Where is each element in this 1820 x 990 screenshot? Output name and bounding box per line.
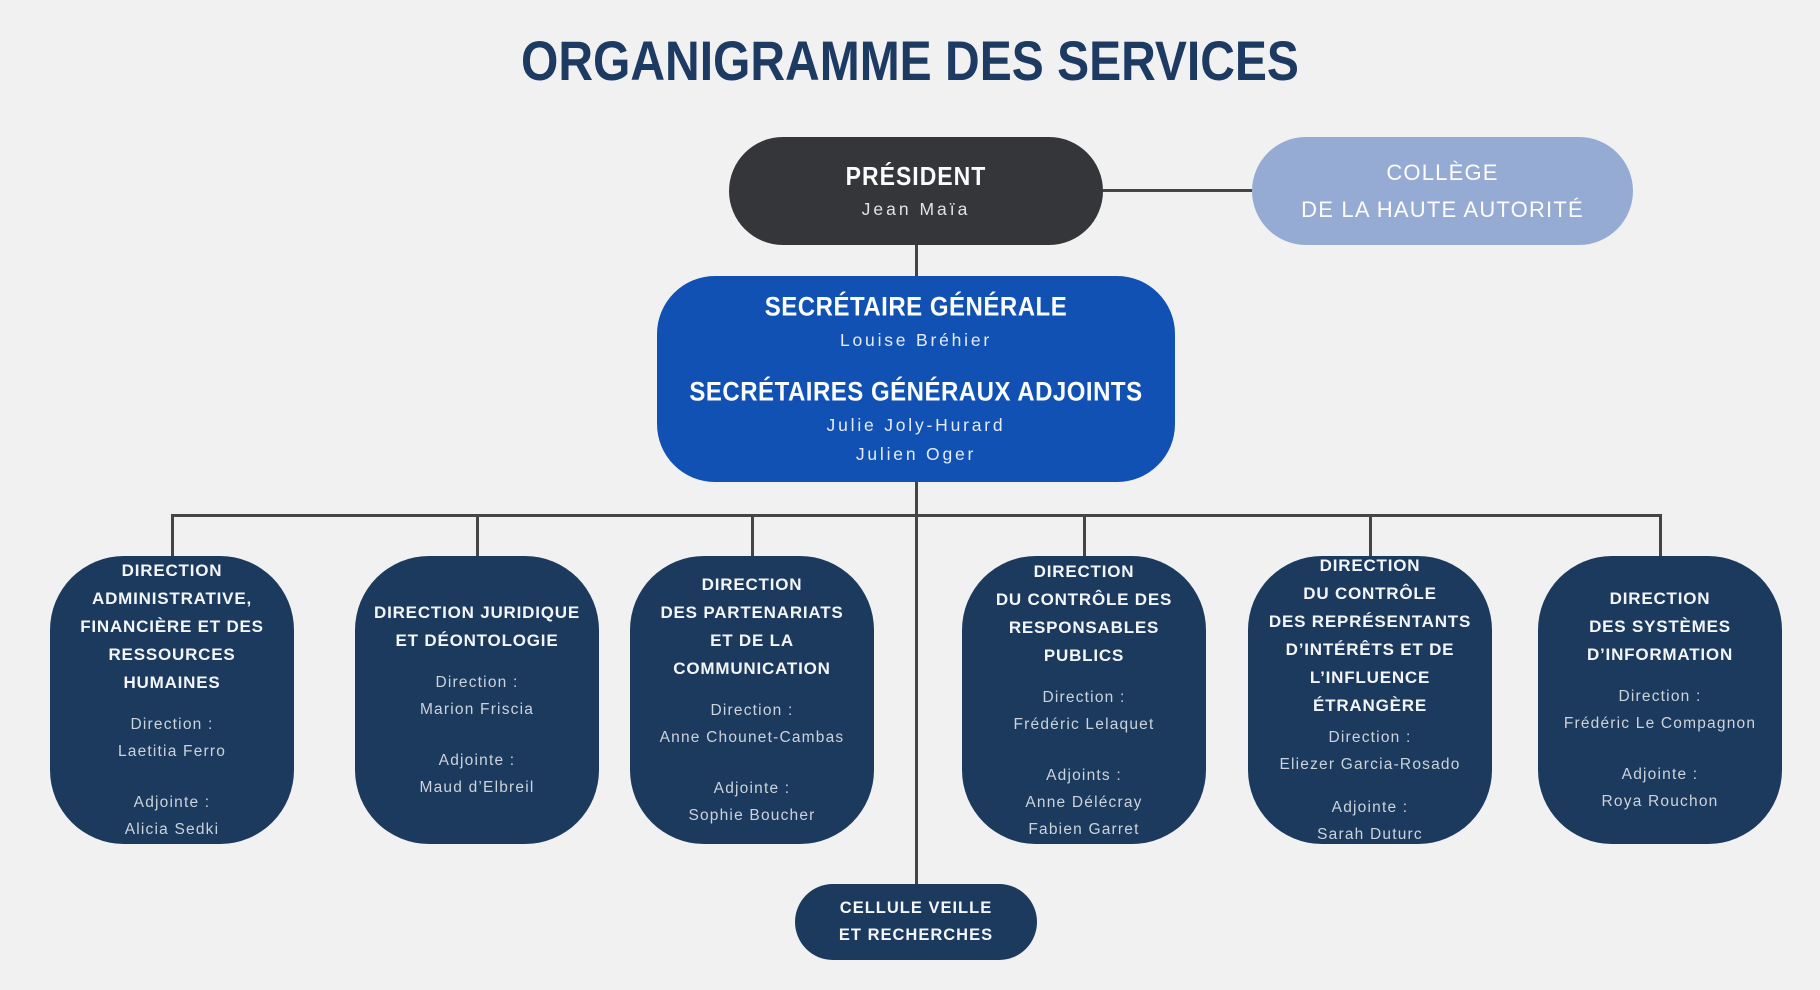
direction-title-line: DIRECTION JURIDIQUE [374,603,580,622]
connector-president-college [1103,189,1252,192]
direction-box-partenariats-communication: DIRECTION DES PARTENARIATS ET DE LA COMM… [630,556,874,844]
direction-head: Direction : Laetitia Ferro [118,711,226,765]
direction-box-representants-interets: DIRECTION DU CONTRÔLE DES REPRÉSENTANTS … [1248,556,1492,844]
connector-drop-6 [1659,514,1662,558]
deputy-label: Adjointe : [713,780,791,797]
direction-title-line: D’INFORMATION [1586,645,1734,664]
secretariat-adjoint-name: Julien Oger [855,443,977,464]
direction-title: DIRECTION JURIDIQUE ET DÉONTOLOGIE [374,599,580,655]
direction-title-line: DIRECTION [1319,556,1421,575]
head-label: Direction : [710,702,794,719]
direction-head: Direction : Anne Chounet-Cambas [660,697,845,751]
deputy-name: Sarah Duturc [1317,826,1423,843]
direction-title-line: DIRECTION [1609,589,1711,608]
head-label: Direction : [1042,688,1126,706]
direction-head: Direction : Frédéric Le Compagnon [1564,683,1756,737]
secretariat-adjoint-name: Julie Joly-Hurard [826,414,1006,435]
direction-title-line: DES REPRÉSENTANTS [1268,612,1472,631]
deputy-name: Alicia Sedki [124,821,220,838]
secretariat-role-2: SECRÉTAIRES GÉNÉRAUX ADJOINTS [689,377,1143,407]
direction-deputy: Adjoints : Anne Délécray Fabien Garret [1025,762,1142,843]
college-line: DE LA HAUTE AUTORITÉ [1301,197,1584,222]
connector-drop-2 [476,514,479,558]
cellule-veille-box: CELLULE VEILLE ET RECHERCHES [795,884,1037,960]
direction-deputy: Adjointe : Roya Rouchon [1602,761,1719,815]
connector-president-secretariat [915,244,918,277]
connector-drop-1 [171,514,174,558]
deputy-label: Adjointe : [1621,766,1699,783]
head-name: Eliezer Garcia-Rosado [1279,756,1461,773]
cellule-line: ET RECHERCHES [838,926,994,944]
college-line: COLLÈGE [1386,160,1499,185]
direction-deputy: Adjointe : Sarah Duturc [1317,794,1423,848]
deputy-name: Maud d’Elbreil [419,779,535,796]
direction-title: DIRECTION DU CONTRÔLE DES RESPONSABLES P… [970,558,1198,670]
direction-title-line: ET DÉONTOLOGIE [395,631,559,650]
deputy-name: Anne Délécray [1025,793,1143,811]
deputy-label: Adjointe : [1331,799,1409,816]
cellule-line: CELLULE VEILLE [839,899,993,917]
connector-rail [171,514,1662,517]
direction-title-line: FINANCIÈRE ET DES [80,617,264,636]
secretariat-name-1: Louise Bréhier [839,329,993,350]
head-name: Anne Chounet-Cambas [659,729,845,746]
direction-box-controle-responsables-publics: DIRECTION DU CONTRÔLE DES RESPONSABLES P… [962,556,1206,844]
direction-head: Direction : Marion Friscia [420,669,534,723]
connector-drop-4 [1083,514,1086,558]
direction-title-line: L’INFLUENCE ÉTRANGÈRE [1309,668,1431,715]
connector-drop-5 [1369,514,1372,558]
head-name: Frédéric Lelaquet [1013,715,1155,733]
president-name: Jean Maïa [861,198,971,219]
direction-title-line: ADMINISTRATIVE, [92,589,252,608]
direction-title: DIRECTION DES PARTENARIATS ET DE LA COMM… [638,571,866,683]
direction-title-line: RESPONSABLES PUBLICS [1008,617,1160,665]
direction-box-juridique: DIRECTION JURIDIQUE ET DÉONTOLOGIE Direc… [355,556,599,844]
direction-title-line: DIRECTION [701,575,803,594]
head-label: Direction : [130,716,214,733]
direction-deputy: Adjointe : Sophie Boucher [688,775,815,829]
direction-title-line: DU CONTRÔLE [1303,584,1437,603]
secretariat-role-1: SECRÉTAIRE GÉNÉRALE [764,292,1068,322]
page-title: ORGANIGRAMME DES SERVICES [521,31,1299,93]
president-role: PRÉSIDENT [845,160,987,190]
connector-trunk [915,481,918,886]
direction-deputy: Adjointe : Alicia Sedki [125,789,220,843]
deputy-label: Adjoints : [1046,766,1122,784]
direction-title-line: DIRECTION [121,561,223,580]
direction-deputy: Adjointe : Maud d’Elbreil [419,747,534,801]
college-box: COLLÈGE DE LA HAUTE AUTORITÉ [1252,137,1633,245]
direction-box-admin-finance-rh: DIRECTION ADMINISTRATIVE, FINANCIÈRE ET … [50,556,294,844]
direction-head: Direction : Eliezer Garcia-Rosado [1279,724,1460,778]
direction-box-systemes-information: DIRECTION DES SYSTÈMES D’INFORMATION Dir… [1538,556,1782,844]
direction-title-line: ET DE LA COMMUNICATION [673,631,831,678]
head-label: Direction : [1328,729,1412,746]
head-label: Direction : [435,674,519,691]
deputy-label: Adjointe : [133,794,211,811]
deputy-label: Adjointe : [438,752,516,769]
deputy-name: Roya Rouchon [1601,793,1719,810]
direction-head: Direction : Frédéric Lelaquet [1013,684,1154,738]
head-name: Laetitia Ferro [117,743,227,760]
secretariat-box: SECRÉTAIRE GÉNÉRALE Louise Bréhier SECRÉ… [657,276,1175,482]
direction-title-line: D’INTÉRÊTS ET DE [1285,640,1455,659]
direction-title: DIRECTION DU CONTRÔLE DES REPRÉSENTANTS … [1256,552,1484,720]
deputy-name: Sophie Boucher [688,807,816,824]
head-label: Direction : [1618,688,1702,705]
head-name: Marion Friscia [419,701,535,718]
direction-title: DIRECTION ADMINISTRATIVE, FINANCIÈRE ET … [58,557,286,697]
direction-title-line: DES SYSTÈMES [1589,617,1731,636]
direction-title-line: DIRECTION [1033,561,1135,581]
direction-title-line: DES PARTENARIATS [660,603,844,622]
direction-title-line: DU CONTRÔLE DES [995,589,1173,609]
connector-drop-3 [751,514,754,558]
deputy-name: Fabien Garret [1028,820,1140,838]
head-name: Frédéric Le Compagnon [1563,715,1757,732]
direction-title-line: RESSOURCES HUMAINES [108,645,236,692]
direction-title: DIRECTION DES SYSTÈMES D’INFORMATION [1587,585,1733,669]
president-box: PRÉSIDENT Jean Maïa [729,137,1103,245]
